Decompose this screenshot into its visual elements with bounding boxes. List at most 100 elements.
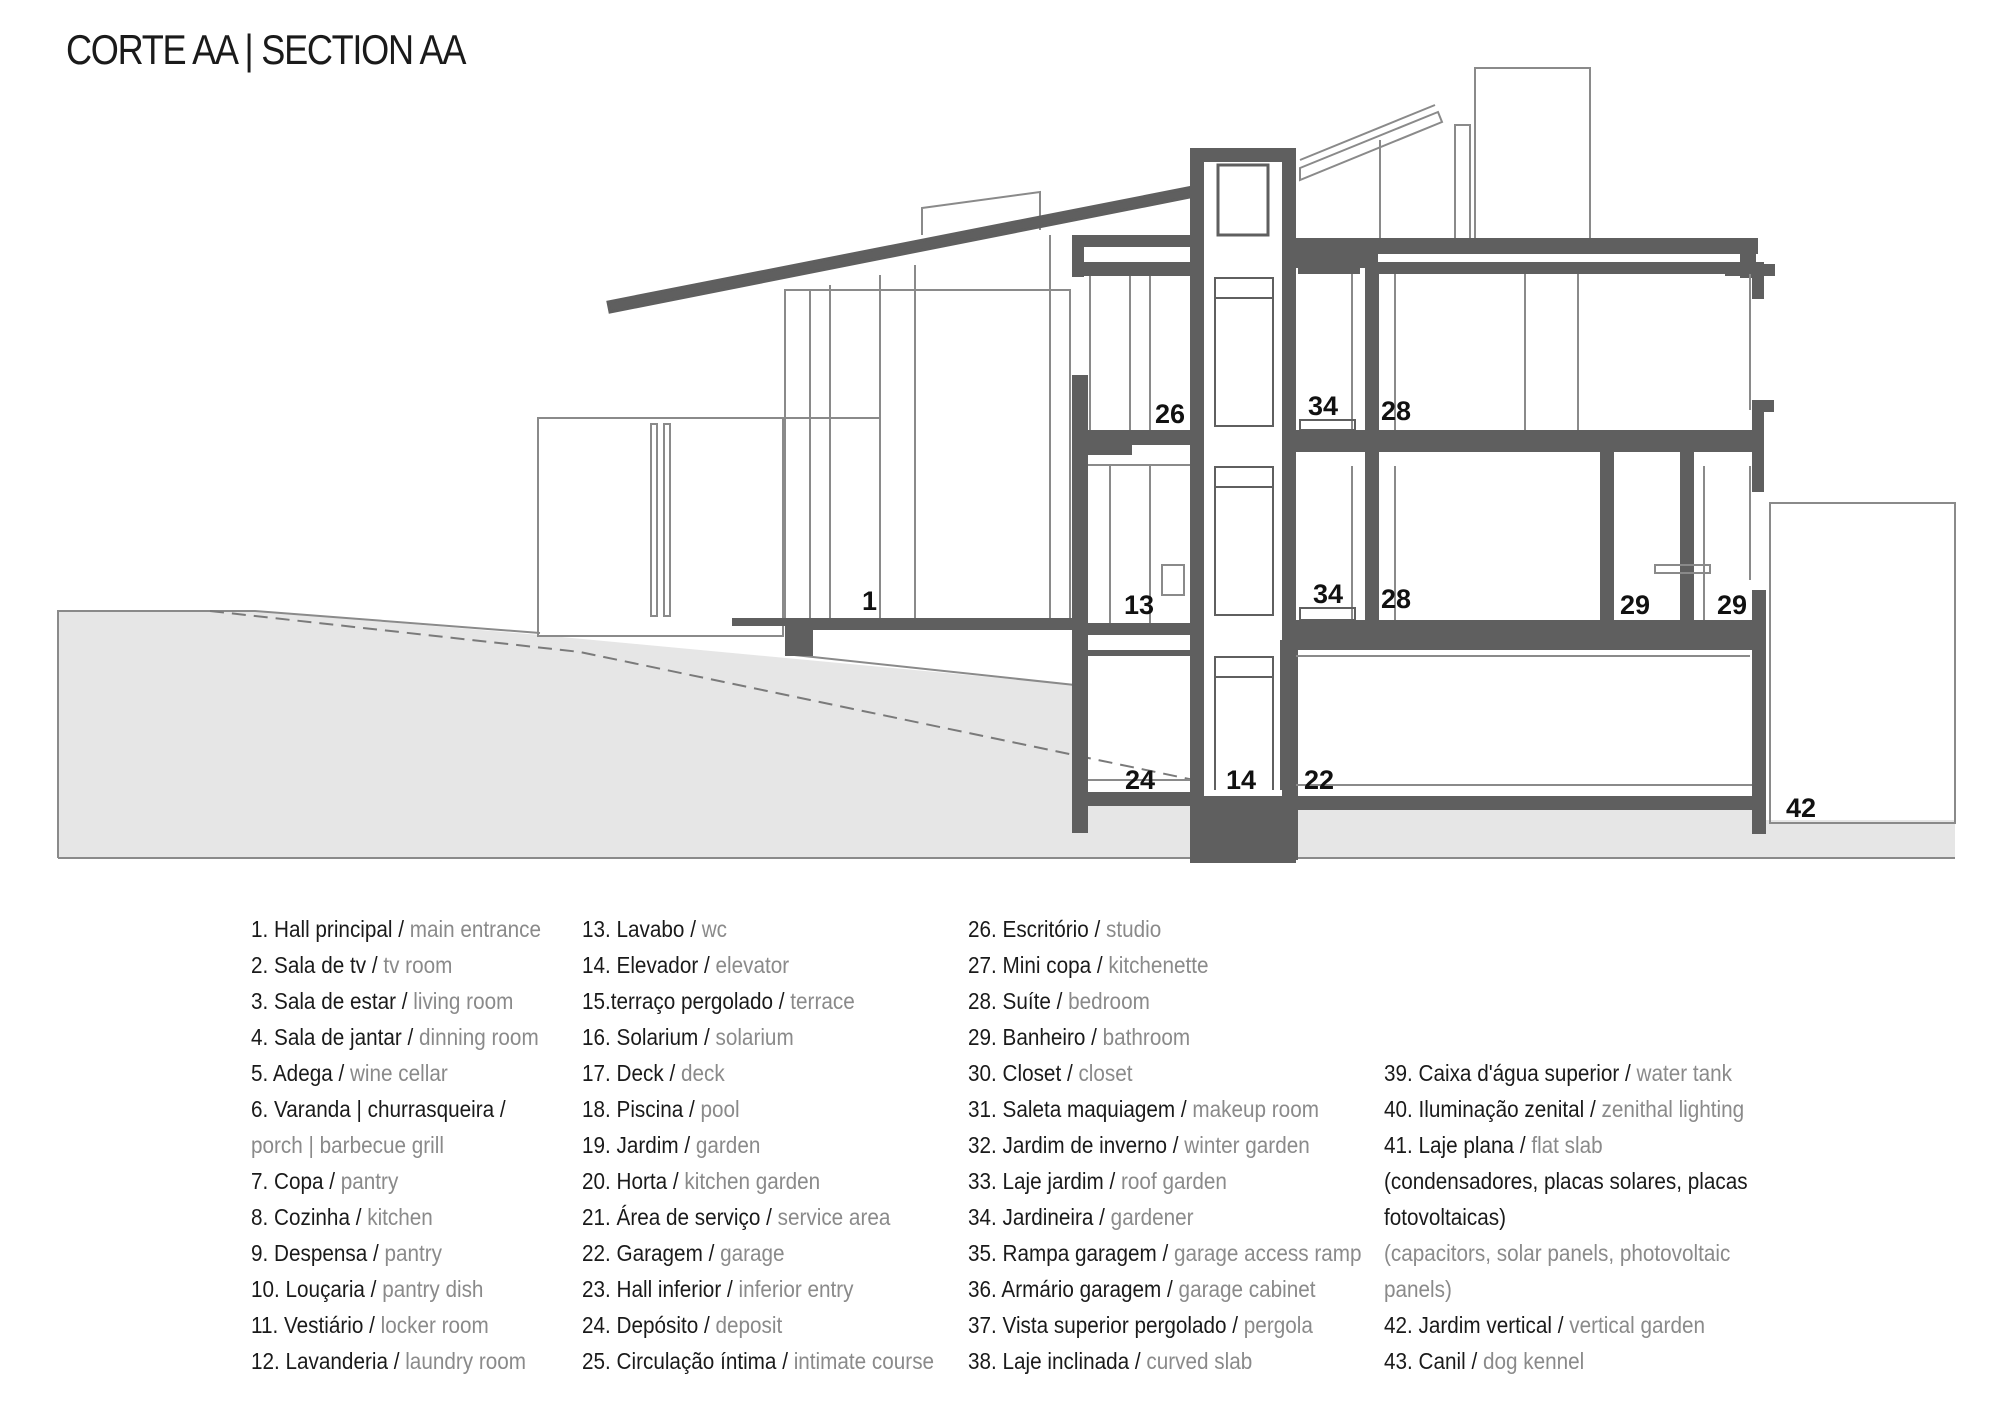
legend-english-text: tv room — [383, 952, 453, 978]
legend-item: 30. Closet / closet — [968, 1055, 1362, 1091]
legend-portuguese-text: 42. Jardim vertical / — [1384, 1312, 1570, 1338]
legend-english-text: main entrance — [409, 916, 541, 942]
label-elevator: 14 — [1226, 765, 1256, 795]
legend-item: 36. Armário garagem / garage cabinet — [968, 1271, 1362, 1307]
legend-portuguese-text: 12. Lavanderia / — [251, 1348, 406, 1374]
legend-english-text: curved slab — [1146, 1348, 1253, 1374]
legend-portuguese-text: 2. Sala de tv / — [251, 952, 384, 978]
ground-fill-right — [1760, 820, 1955, 858]
legend-english-text: roof garden — [1121, 1168, 1227, 1194]
legend-english-text: pantry dish — [382, 1276, 484, 1302]
studio-floor-slab — [1072, 430, 1194, 445]
upper-inclined-slab — [1299, 110, 1444, 182]
middle-column-c — [1680, 452, 1694, 627]
legend-english-text: zenithal lighting — [1601, 1096, 1745, 1122]
suite-floor-slab — [1296, 430, 1764, 452]
legend-portuguese-text: 17. Deck / — [582, 1060, 681, 1086]
legend-english-text: deposit — [715, 1312, 783, 1338]
legend-column-3: 26. Escritório / studio 27. Mini copa / … — [968, 911, 1362, 1379]
legend-item: (capacitors, solar panels, photovoltaic — [1384, 1235, 1748, 1271]
legend-item: 4. Sala de jantar / dinning room — [251, 1019, 541, 1055]
zenithal-post — [1454, 124, 1471, 241]
legend-portuguese-text: 16. Solarium / — [582, 1024, 716, 1050]
legend-portuguese-text: 28. Suíte / — [968, 988, 1069, 1014]
legend-item: 34. Jardineira / gardener — [968, 1199, 1362, 1235]
elevator-top-box — [1216, 163, 1270, 237]
upper-left-slab — [1072, 235, 1194, 247]
middle-column-b — [1600, 452, 1614, 627]
label-deposit: 24 — [1125, 765, 1155, 795]
left-block — [537, 417, 784, 637]
legend-item: 9. Despensa / pantry — [251, 1235, 541, 1271]
legend-portuguese-text: 31. Saleta maquiagem / — [968, 1096, 1193, 1122]
legend-english-text: wine cellar — [349, 1060, 448, 1086]
legend-item: panels) — [1384, 1271, 1748, 1307]
page-title: CORTE AA | SECTION AA — [66, 26, 466, 73]
legend-column-1: 1. Hall principal / main entrance 2. Sal… — [251, 911, 541, 1379]
legend-english-text: kitchenette — [1108, 952, 1209, 978]
legend-portuguese-text: 6. Varanda | churrasqueira / — [251, 1096, 506, 1122]
legend-item: 5. Adega / wine cellar — [251, 1055, 541, 1091]
legend-portuguese-text: 35. Rampa garagem / — [968, 1240, 1174, 1266]
legend-portuguese-text: 30. Closet / — [968, 1060, 1079, 1086]
elevator-door-upper — [1214, 277, 1274, 427]
legend-portuguese-text: 11. Vestiário / — [251, 1312, 381, 1338]
hall-beam — [785, 630, 813, 656]
rear-box — [921, 190, 1041, 235]
legend-english-text: flat slab — [1531, 1132, 1603, 1158]
legend-english-text: studio — [1106, 916, 1162, 942]
terrain-line — [784, 653, 1076, 686]
elevator-door-middle — [1214, 466, 1274, 616]
legend-english-text: dinning room — [419, 1024, 539, 1050]
legend-item: 38. Laje inclinada / curved slab — [968, 1343, 1362, 1379]
legend-portuguese-text: 10. Louçaria / — [251, 1276, 383, 1302]
legend-item: 40. Iluminação zenital / zenithal lighti… — [1384, 1091, 1748, 1127]
legend-portuguese-text: 36. Armário garagem / — [968, 1276, 1179, 1302]
legend-english-text: porch | barbecue grill — [251, 1132, 444, 1158]
legend-portuguese-text: 38. Laje inclinada / — [968, 1348, 1147, 1374]
legend-portuguese-text: 3. Sala de estar / — [251, 988, 414, 1014]
legend-english-text: bedroom — [1068, 988, 1150, 1014]
legend-item: 22. Garagem / garage — [582, 1235, 934, 1271]
suite-column — [1365, 262, 1379, 452]
label-garage: 22 — [1304, 765, 1334, 795]
legend-english-text: living room — [413, 988, 514, 1014]
legend-english-text: intimate course — [793, 1348, 935, 1374]
legend-english-text: kitchen garden — [684, 1168, 821, 1194]
legend-item: 7. Copa / pantry — [251, 1163, 541, 1199]
legend-portuguese-text: (condensadores, placas solares, placas — [1384, 1168, 1748, 1194]
legend-item: 10. Louçaria / pantry dish — [251, 1271, 541, 1307]
legend-item: 17. Deck / deck — [582, 1055, 934, 1091]
right-neighbour — [1769, 502, 1956, 824]
legend-english-text: garden — [695, 1132, 761, 1158]
ground-fill — [58, 611, 1075, 858]
legend-portuguese-text: fotovoltaicas) — [1384, 1204, 1506, 1230]
planter-middle — [1299, 607, 1356, 621]
water-tank — [1474, 67, 1591, 241]
legend-column-2: 13. Lavabo / wc 14. Elevador / elevator … — [582, 911, 934, 1379]
legend-portuguese-text: 7. Copa / — [251, 1168, 341, 1194]
legend-portuguese-text: 37. Vista superior pergolado / — [968, 1312, 1244, 1338]
legend-item: 11. Vestiário / locker room — [251, 1307, 541, 1343]
label-suite-upper: 28 — [1381, 396, 1411, 426]
label-bathroom-b: 29 — [1717, 590, 1747, 620]
legend-item: 37. Vista superior pergolado / pergola — [968, 1307, 1362, 1343]
lavabo-slab — [1072, 623, 1194, 635]
curved-roof-slab — [606, 183, 1206, 314]
legend-item: 18. Piscina / pool — [582, 1091, 934, 1127]
hall-glazing — [784, 289, 1071, 621]
legend-portuguese-text: 20. Horta / — [582, 1168, 685, 1194]
left-block-slot-a — [650, 423, 658, 617]
legend-english-text: locker room — [380, 1312, 489, 1338]
legend-portuguese-text: 39. Caixa d'água superior / — [1384, 1060, 1637, 1086]
existing-terrain-dashed — [209, 610, 1766, 809]
legend-portuguese-text: 26. Escritório / — [968, 916, 1107, 942]
section-drawing: 1 13 26 34 28 34 28 29 29 24 14 22 42 — [57, 67, 1956, 863]
legend-english-text: pool — [700, 1096, 740, 1122]
legend-portuguese-text: 25. Circulação íntima / — [582, 1348, 794, 1374]
legend-english-text: closet — [1078, 1060, 1133, 1086]
legend-item: 25. Circulação íntima / intimate course — [582, 1343, 934, 1379]
legend-portuguese-text: 15.terraço pergolado / — [582, 988, 791, 1014]
legend-english-text: bathroom — [1102, 1024, 1191, 1050]
legend-item: 26. Escritório / studio — [968, 911, 1362, 947]
